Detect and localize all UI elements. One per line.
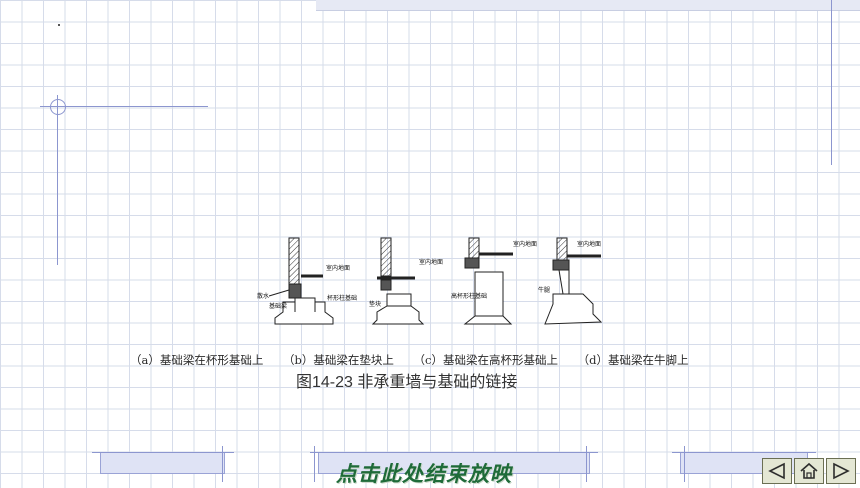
corner-guide-circle <box>50 99 66 115</box>
corner-guide-vertical <box>57 95 58 265</box>
label-c-high-cup-foundation: 高杯形柱基础 <box>451 292 487 300</box>
sub-caption-c: （c）基础梁在高杯形基础上 <box>413 353 558 367</box>
slide-navigation <box>762 458 856 484</box>
panel-d <box>544 237 603 325</box>
sub-caption-d: （d）基础梁在牛脚上 <box>577 353 689 367</box>
home-button[interactable] <box>794 458 824 484</box>
label-a-indoor-floor: 室内地面 <box>326 264 350 272</box>
panel-a <box>268 237 334 325</box>
footer-tick-3 <box>586 446 587 482</box>
sub-caption-a: （a）基础梁在杯形基础上 <box>130 353 264 367</box>
label-b-indoor-floor: 室内地面 <box>419 258 443 266</box>
label-c-indoor-floor: 室内地面 <box>513 240 537 248</box>
label-a-foundation-beam: 基础梁 <box>269 302 287 310</box>
triangle-right-icon <box>833 462 850 480</box>
end-show-link[interactable]: 点击此处结束放映 <box>336 461 512 486</box>
footer-line-center <box>310 452 598 453</box>
label-a-cup-foundation: 杯形柱基础 <box>327 294 357 302</box>
top-band <box>316 0 860 11</box>
right-guide-line <box>831 0 832 165</box>
home-icon <box>800 462 818 479</box>
panel-b <box>371 237 425 325</box>
figure-caption: 图14-23 非承重墙与基础的链接 <box>296 374 518 391</box>
triangle-left-icon <box>768 462 785 480</box>
corner-guide-horizontal <box>40 106 208 107</box>
next-slide-button[interactable] <box>826 458 856 484</box>
label-b-pad: 垫块 <box>369 300 381 308</box>
sub-captions: （a）基础梁在杯形基础上 （b）基础梁在垫块上 （c）基础梁在高杯形基础上 （d… <box>130 352 750 370</box>
footer-bar-left <box>100 452 225 474</box>
panel-c <box>463 237 513 325</box>
label-a-apron: 散水 <box>257 292 269 300</box>
sub-caption-b: （b）基础梁在垫块上 <box>283 353 394 367</box>
decor-dot <box>58 24 60 26</box>
footer-tick-1 <box>222 446 223 482</box>
label-d-corbel: 牛腿 <box>538 286 550 294</box>
footer-tick-4 <box>684 446 685 482</box>
foundation-figure: 室内地面 散水 基础梁 杯形柱基础 室内地面 垫块 室内地面 高杯形柱基础 室内… <box>257 237 603 325</box>
label-d-indoor-floor: 室内地面 <box>577 240 601 248</box>
previous-slide-button[interactable] <box>762 458 792 484</box>
footer-line-left <box>92 452 234 453</box>
footer-line-right <box>672 452 816 453</box>
footer-tick-2 <box>314 446 315 482</box>
